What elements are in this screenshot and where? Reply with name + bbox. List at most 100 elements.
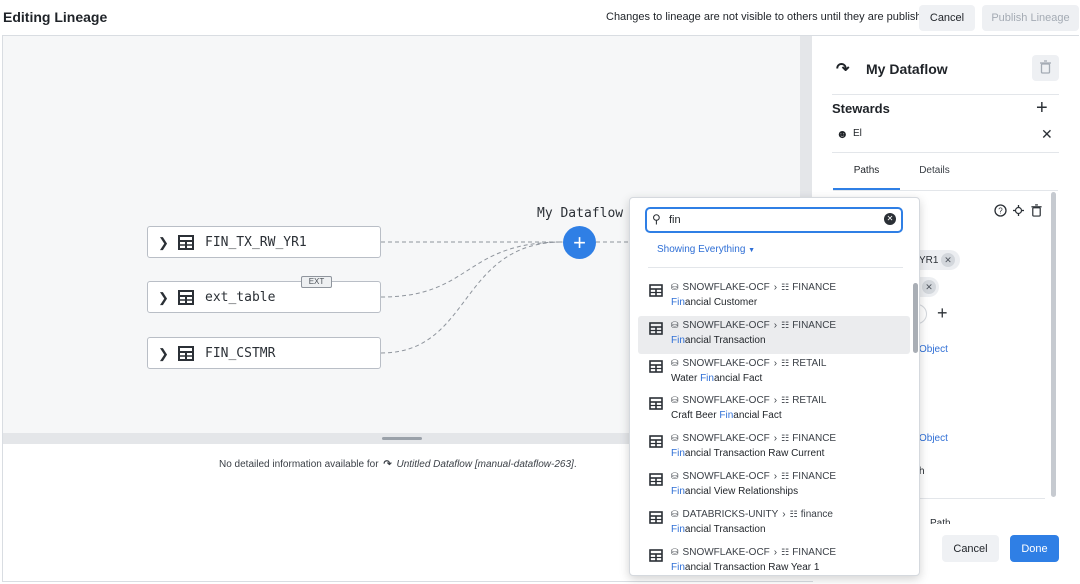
result-name-rest: ancial Transaction xyxy=(684,334,766,346)
result-path: ⛁SNOWFLAKE-OCF›☷FINANCE xyxy=(671,433,836,444)
database-icon: ⛁ xyxy=(671,282,679,292)
schema-icon: ☷ xyxy=(781,357,790,368)
divider xyxy=(832,152,1059,153)
user-icon: ☻ xyxy=(836,127,849,141)
result-name: Financial Transaction Raw Current xyxy=(671,448,824,459)
chevron-right-icon[interactable]: ❯ xyxy=(158,235,169,250)
help-icon[interactable]: ? xyxy=(994,204,1007,217)
tab-paths[interactable]: Paths xyxy=(833,160,900,190)
filter-dropdown[interactable]: Showing Everything ▼ xyxy=(657,244,755,255)
path-fragment-text: h xyxy=(919,466,925,477)
result-name-rest: ancial Fact xyxy=(713,372,763,384)
search-result-item[interactable]: ⛁SNOWFLAKE-OCF›☷FINANCE Financial Transac… xyxy=(638,315,910,354)
result-name-rest: ancial Fact xyxy=(733,410,782,422)
done-button[interactable]: Done xyxy=(1010,535,1059,562)
divider xyxy=(905,498,1045,499)
result-name: Financial Customer xyxy=(671,297,757,308)
page-title: Editing Lineage xyxy=(3,9,108,25)
search-input[interactable] xyxy=(669,212,869,228)
result-name: Financial Transaction xyxy=(671,335,766,346)
panel-cancel-button[interactable]: Cancel xyxy=(942,535,999,562)
result-name: Financial Transaction xyxy=(671,524,766,535)
trash-icon[interactable] xyxy=(1030,204,1043,217)
chevron-right-icon[interactable]: ❯ xyxy=(158,346,169,361)
path-fragment-text: Path xyxy=(930,518,951,524)
result-schema: FINANCE xyxy=(792,433,837,445)
panel-title: My Dataflow xyxy=(866,61,948,77)
result-name: Financial View Relationships xyxy=(671,486,798,497)
search-box[interactable]: ⚲ ✕ xyxy=(645,207,903,233)
node-fin-cstmr[interactable]: ❯ FIN_CSTMR xyxy=(147,337,381,369)
results-scrollbar[interactable] xyxy=(913,283,918,353)
chevron-right-icon: › xyxy=(773,395,778,407)
result-name-match: Fin xyxy=(671,485,685,497)
trash-icon xyxy=(1040,59,1051,74)
database-icon: ⛁ xyxy=(671,433,679,444)
tab-details[interactable]: Details xyxy=(919,165,950,176)
cancel-button[interactable]: Cancel xyxy=(919,5,975,31)
table-icon xyxy=(649,359,663,373)
result-name-match: Fin xyxy=(671,448,685,460)
result-name-rest: ancial Transaction Raw Current xyxy=(684,448,825,460)
chevron-right-icon: › xyxy=(773,433,778,445)
result-source: SNOWFLAKE-OCF xyxy=(682,395,770,407)
table-icon xyxy=(649,548,663,562)
split-grip[interactable] xyxy=(382,437,422,440)
result-source: SNOWFLAKE-OCF xyxy=(682,282,770,293)
remove-steward-close-icon[interactable]: ✕ xyxy=(1041,126,1053,142)
node-fin-tx-rw-yr1[interactable]: ❯ FIN_TX_RW_YR1 xyxy=(147,226,381,258)
publish-lineage-button[interactable]: Publish Lineage xyxy=(982,5,1079,31)
database-icon: ⛁ xyxy=(671,508,679,519)
remove-chip-close-icon[interactable]: ✕ xyxy=(922,280,936,294)
add-object-link[interactable]: Object xyxy=(919,344,948,355)
delete-dataflow-button[interactable] xyxy=(1032,55,1059,81)
node-name: ext_table xyxy=(205,290,276,305)
result-name-rest: ancial View Relationships xyxy=(684,485,799,497)
remove-chip-close-icon[interactable]: ✕ xyxy=(941,253,955,267)
add-steward-plus-icon[interactable]: + xyxy=(1036,97,1048,119)
chevron-right-icon[interactable]: ❯ xyxy=(158,290,169,305)
schema-icon: ☷ xyxy=(781,395,790,406)
add-input-button[interactable]: + xyxy=(563,226,596,259)
schema-icon: ☷ xyxy=(789,508,798,519)
search-result-item[interactable]: ⛁SNOWFLAKE-OCF›☷FINANCE Financial Custome… xyxy=(638,278,910,316)
chevron-right-icon: › xyxy=(782,508,786,520)
database-icon: ⛁ xyxy=(671,395,679,406)
node-name: FIN_CSTMR xyxy=(205,346,276,361)
tabs-divider xyxy=(833,190,1058,191)
clear-icon[interactable]: ✕ xyxy=(884,213,896,225)
result-schema: FINANCE xyxy=(792,319,837,331)
path-chip-label: YR1 xyxy=(919,255,939,266)
result-schema: finance xyxy=(800,508,833,520)
message-suffix: . xyxy=(573,459,577,470)
filter-label: Showing Everything xyxy=(657,244,746,255)
table-icon xyxy=(178,290,194,305)
svg-text:?: ? xyxy=(998,207,1003,216)
result-path: ⛁SNOWFLAKE-OCF›☷FINANCE xyxy=(671,320,836,331)
schema-icon: ☷ xyxy=(781,470,790,481)
result-name-prefix: Craft Beer xyxy=(671,410,720,422)
result-source: SNOWFLAKE-OCF xyxy=(682,546,770,558)
result-source: SNOWFLAKE-OCF xyxy=(682,433,770,445)
node-ext-table[interactable]: ❯ ext_table xyxy=(147,281,381,313)
add-object-link[interactable]: Object xyxy=(919,433,948,444)
result-path: ⛁SNOWFLAKE-OCF›☷FINANCE xyxy=(671,547,836,558)
search-result-item[interactable]: ⛁SNOWFLAKE-OCF›☷FINANCE Financial Transac… xyxy=(638,429,910,467)
schema-icon: ☷ xyxy=(781,282,790,292)
ext-badge: EXT xyxy=(301,276,332,288)
table-icon xyxy=(178,346,194,361)
table-icon xyxy=(178,235,194,250)
panel-scrollbar[interactable] xyxy=(1051,192,1056,497)
result-path: ⛁SNOWFLAKE-OCF›☷FINANCE xyxy=(671,282,836,293)
result-name-match: Fin xyxy=(671,523,685,535)
add-path-plus-icon[interactable]: + xyxy=(937,303,948,323)
result-name-rest: ancial Customer xyxy=(684,297,758,308)
edge-layer xyxy=(380,241,629,354)
move-icon[interactable] xyxy=(1012,204,1025,217)
